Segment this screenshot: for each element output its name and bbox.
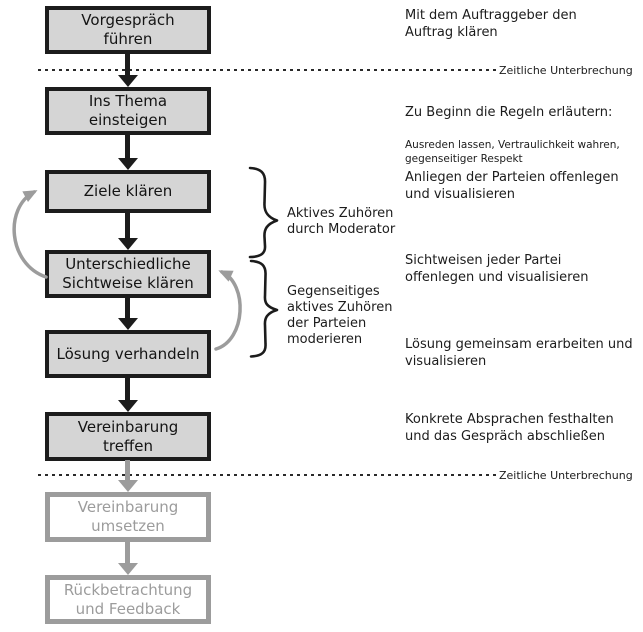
arrow-down-icon [117, 134, 138, 170]
note-anliegen-offenlegen: Anliegen der Parteien offenlegen und vis… [405, 170, 619, 202]
step-vorgespraech-fuehren: Vorgespräch führen [45, 6, 211, 54]
arrow-down-icon [117, 297, 138, 330]
step-rueckbetrachtung-feedback: Rückbetrachtung und Feedback [45, 575, 211, 624]
note-loesung-erarbeiten: Lösung gemeinsam erarbeiten und visualis… [405, 337, 633, 369]
step-ziele-klaeren: Ziele klären [45, 170, 211, 213]
brace-bottom-icon [249, 259, 279, 358]
arrow-down-gray-icon [117, 460, 138, 492]
note-sichtweisen-offenlegen: Sichtweisen jeder Partei offenlegen und … [405, 253, 589, 285]
note-absprachen-festhalten: Konkrete Absprachen festhalten und das G… [405, 412, 614, 444]
separator-label-bottom: Zeitliche Unterbrechung [499, 469, 633, 482]
note-regeln-title: Zu Beginn die Regeln erläutern: [405, 105, 613, 120]
loop-arrow-left-icon [12, 190, 48, 279]
note-auftrag-klaeren: Mit dem Auftraggeber den Auftrag klären [405, 8, 577, 40]
step-loesung-verhandeln: Lösung verhandeln [45, 330, 211, 378]
step-vereinbarung-treffen: Vereinbarung treffen [45, 412, 211, 461]
separator-label-top: Zeitliche Unterbrechung [499, 64, 633, 77]
loop-arrow-right-icon [214, 270, 242, 351]
arrow-down-icon [117, 213, 138, 250]
brace-label-gegenseitiges-zuhoeren: Gegenseitiges aktives Zuhören der Partei… [287, 284, 393, 347]
separator-line-bottom [38, 474, 497, 476]
note-regeln-detail: Ausreden lassen, Vertraulichkeit wahren,… [405, 139, 620, 165]
note-regeln-erlaeutern: Zu Beginn die Regeln erläutern: Ausreden… [405, 87, 641, 183]
arrow-down-icon [117, 377, 138, 412]
step-sichtweise-klaeren: Unterschiedliche Sichtweise klären [45, 250, 211, 298]
separator-line-top [38, 69, 497, 71]
brace-label-aktives-zuhoeren: Aktives Zuhören durch Moderator [287, 206, 396, 237]
arrow-down-icon [117, 53, 138, 87]
step-ins-thema-einsteigen: Ins Thema einsteigen [45, 87, 211, 135]
step-vereinbarung-umsetzen: Vereinbarung umsetzen [45, 492, 211, 542]
brace-top-icon [248, 166, 279, 259]
arrow-down-gray-icon [117, 541, 138, 575]
